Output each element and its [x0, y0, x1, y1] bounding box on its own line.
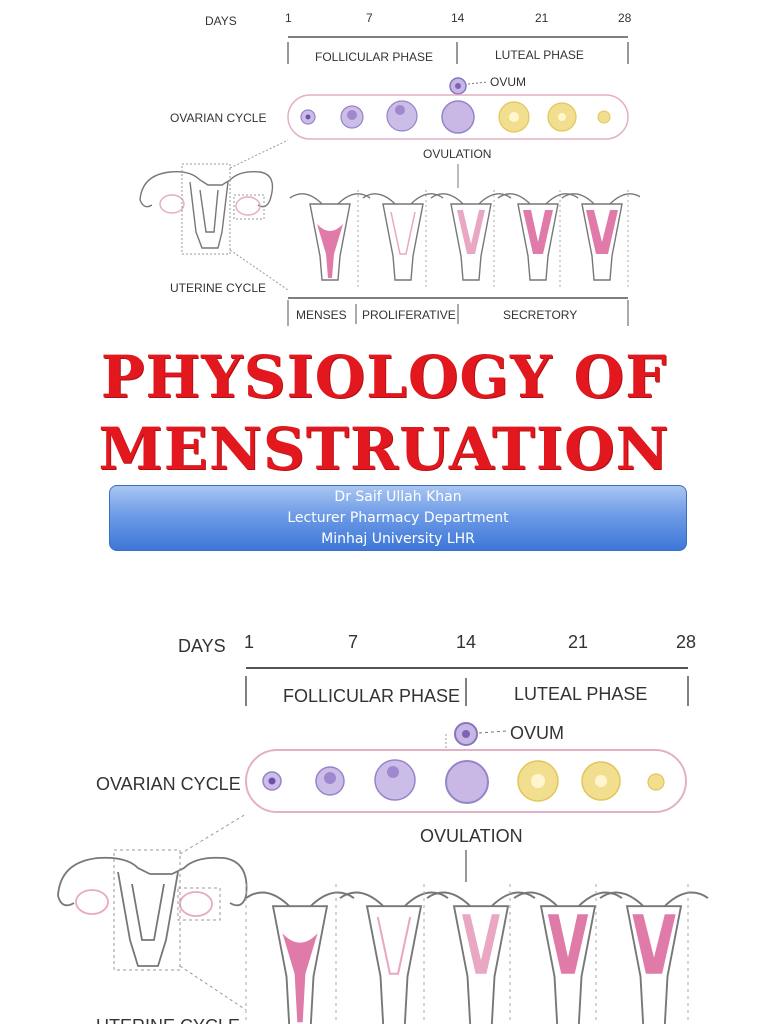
day-tick: 21 — [568, 632, 588, 652]
follicle-nucleus — [324, 772, 336, 784]
ovum-leader — [479, 731, 506, 733]
day-tick: 28 — [676, 632, 696, 652]
follicle-nucleus — [347, 110, 357, 120]
ovum-leader — [468, 82, 488, 84]
title-line-1: PHYSIOLOGY OF — [0, 348, 768, 406]
uterus-zoom-box — [182, 164, 230, 254]
ovarian-cycle-label: OVARIAN CYCLE — [170, 111, 266, 125]
follicle-nucleus — [269, 778, 276, 785]
days-label: DAYS — [178, 636, 226, 656]
day-tick: 7 — [366, 11, 373, 25]
proliferative-label: PROLIFERATIVE — [362, 308, 456, 322]
corpus-luteum-core — [558, 113, 566, 121]
uterus-secretory-2 — [600, 892, 708, 1024]
corpus-luteum-core — [509, 112, 519, 122]
menstrual-cycle-diagram-large: DAYS 1 7 14 21 28 FOLLICULAR PHASE LUTEA… — [0, 600, 768, 1024]
ovum-label: OVUM — [490, 75, 526, 89]
days-label: DAYS — [205, 14, 237, 28]
ovulation-label: OVULATION — [423, 147, 491, 161]
zoom-leader — [180, 966, 246, 1010]
zoom-leader — [180, 814, 246, 854]
day-tick: 1 — [285, 11, 292, 25]
ovum-nucleus — [455, 83, 461, 89]
follicle-nucleus — [387, 766, 399, 778]
luteal-phase-label: LUTEAL PHASE — [495, 48, 584, 62]
uterus-menses — [246, 892, 354, 1024]
title-line-2: MENSTRUATION — [0, 420, 768, 478]
day-tick: 7 — [348, 632, 358, 652]
uterus-proliferative-2 — [427, 892, 535, 1024]
follicle-secondary — [375, 760, 415, 800]
follicle-graafian — [446, 761, 488, 803]
uterine-cycle-label-partial: UTERINE CYCLE — [96, 1016, 240, 1024]
ovum-nucleus — [462, 730, 470, 738]
ovarian-cycle-label: OVARIAN CYCLE — [96, 774, 241, 794]
author-position: Lecturer Pharmacy Department — [110, 508, 686, 529]
corpus-albicans — [648, 774, 664, 790]
corpus-luteum-core — [595, 775, 607, 787]
uterus-proliferative-1 — [340, 892, 448, 1024]
day-tick: 14 — [456, 632, 476, 652]
follicle-nucleus — [395, 105, 405, 115]
author-banner: Dr Saif Ullah Khan Lecturer Pharmacy Dep… — [109, 485, 687, 551]
secretory-label: SECRETORY — [503, 308, 577, 322]
menstrual-cycle-diagram-top: DAYS 1 7 14 21 28 FOLLICULAR PHASE LUTEA… — [130, 0, 640, 330]
zoom-leader — [230, 140, 288, 168]
follicular-phase-label: FOLLICULAR PHASE — [315, 50, 433, 64]
ovum-label: OVUM — [510, 723, 564, 743]
uterus-anatomy-icon — [58, 858, 247, 966]
uterus-proliferative-2 — [431, 194, 511, 280]
corpus-albicans — [598, 111, 610, 123]
day-tick: 21 — [535, 11, 549, 25]
follicular-phase-label: FOLLICULAR PHASE — [283, 686, 460, 706]
ovulation-label: OVULATION — [420, 826, 523, 846]
follicle-graafian — [442, 101, 474, 133]
author-name: Dr Saif Ullah Khan — [110, 487, 686, 508]
uterus-anatomy-icon — [140, 172, 272, 248]
luteal-phase-label: LUTEAL PHASE — [514, 684, 647, 704]
day-tick: 28 — [618, 11, 632, 25]
uterine-cycle-label: UTERINE CYCLE — [170, 281, 266, 295]
corpus-luteum-core — [531, 774, 545, 788]
uterus-proliferative-1 — [363, 194, 443, 280]
follicle-nucleus — [306, 115, 311, 120]
day-tick: 1 — [244, 632, 254, 652]
uterus-secretory-1 — [514, 892, 622, 1024]
uterus-secretory-1 — [498, 194, 578, 280]
menses-label: MENSES — [296, 308, 347, 322]
author-institution: Minhaj University LHR — [110, 529, 686, 550]
day-tick: 14 — [451, 11, 465, 25]
